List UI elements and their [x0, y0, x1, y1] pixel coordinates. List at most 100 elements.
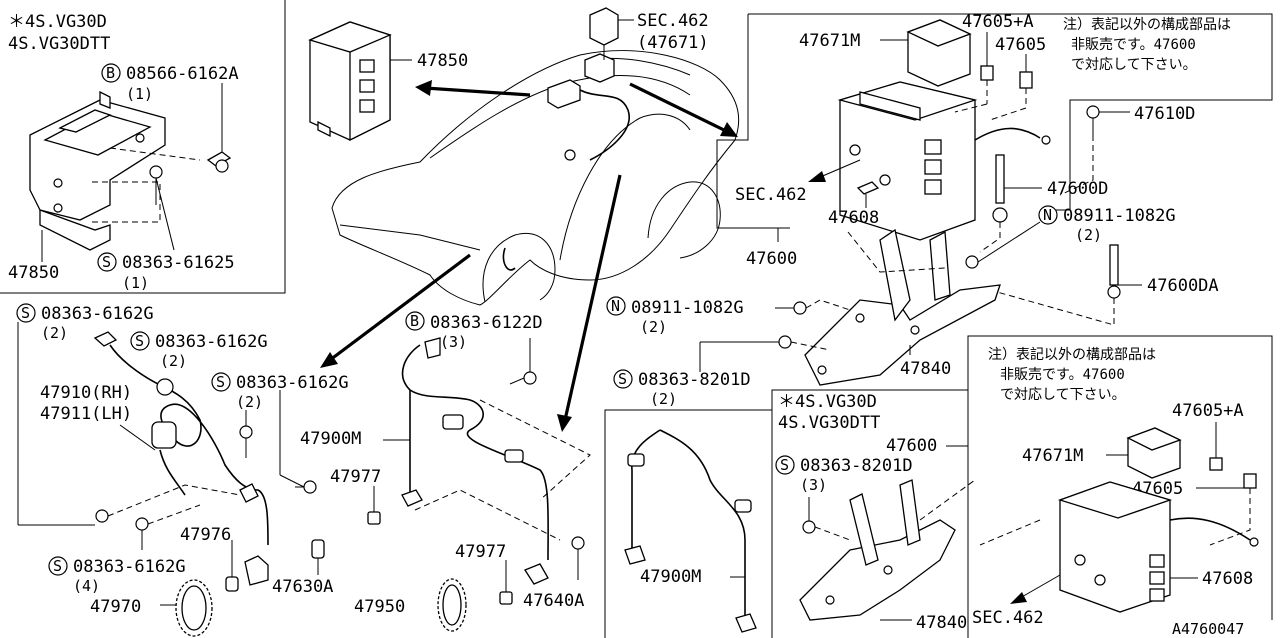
- harness-47900m-variant: [624, 429, 757, 633]
- svg-text:S: S: [21, 304, 30, 322]
- sensor-47630a: [311, 539, 325, 575]
- bolt-47608: [856, 181, 880, 208]
- bracket-47840: [804, 228, 1001, 386]
- part-47605a: 47605+A: [962, 12, 1034, 32]
- rotor-47950: [437, 578, 467, 632]
- br-hydraulic-unit: [1057, 481, 1259, 613]
- br-variant-line-1: ＊4S.VG30D: [778, 392, 877, 412]
- br-screw-s-circle: [775, 455, 795, 475]
- svg-text:B: B: [410, 312, 419, 330]
- top-right-note-line-2: 非販売です。47600: [1071, 37, 1196, 53]
- nut-n-circle-left: [606, 296, 626, 316]
- clip-47977b: [499, 560, 513, 605]
- hydraulic-unit-47600: [837, 81, 1051, 241]
- screw-s-circle-8201d: [613, 369, 633, 389]
- part-47610d: 47610D: [1134, 104, 1195, 124]
- nut-08911-right: 08911-1082G: [1063, 206, 1176, 226]
- bolt-08363-6122d: 08363-6122D: [430, 313, 543, 333]
- top-right-note-line-1: 注）表記以外の構成部品は: [1063, 16, 1231, 33]
- br-bracket-47840: [799, 479, 976, 621]
- screw-s-circle-d: [48, 556, 68, 576]
- nut-right: [965, 221, 1041, 269]
- br-screw-8201d-qty: (3): [800, 476, 827, 494]
- part-47600da: 47600DA: [1147, 276, 1219, 296]
- screw-6162g-d-qty: (4): [73, 577, 100, 595]
- nut-08911-right-qty: (2): [1075, 226, 1102, 244]
- screw-08363-8201d: 08363-8201D: [638, 370, 751, 390]
- top-left-group: ＊4S.VG30D 4S.VG30DTT B 08566-6162A (1): [8, 12, 239, 292]
- svg-text:N: N: [1043, 206, 1052, 224]
- sensor-47976: [225, 540, 239, 592]
- rotor-47970: [160, 579, 213, 637]
- screw-6162g-b: 08363-6162G: [155, 332, 268, 352]
- bolt-08363-6122d-qty: (3): [440, 333, 467, 351]
- fuse-47605: [989, 54, 1033, 121]
- part-47840: 47840: [900, 359, 951, 379]
- br-part-47605a: 47605+A: [1172, 401, 1244, 421]
- frame-top-right: [716, 13, 1273, 229]
- screw-s-circle: [97, 252, 117, 272]
- svg-text:S: S: [618, 370, 627, 388]
- part-47600d: 47600D: [1047, 179, 1108, 199]
- rear-screws: [414, 338, 591, 580]
- part-47900m-variant: 47900M: [640, 567, 701, 587]
- screw-6162g-c-qty: (2): [236, 393, 263, 411]
- br-part-47600: 47600: [886, 436, 937, 456]
- part-47630a: 47630A: [272, 577, 333, 597]
- screw-08363-8201d-qty: (2): [650, 390, 677, 408]
- screws-left-cluster: [95, 390, 317, 550]
- part-47605: 47605: [995, 35, 1046, 55]
- br-part-47671m: 47671M: [1022, 446, 1083, 466]
- screw-s-circle-c: [211, 372, 231, 392]
- callout-08566-6162a: 08566-6162A: [126, 64, 239, 84]
- fuse-47605a: [954, 32, 994, 113]
- part-47671m: 47671M: [799, 31, 860, 51]
- br-part-47840: 47840: [916, 613, 967, 633]
- part-47600: 47600: [746, 249, 797, 269]
- nut-08911-left: 08911-1082G: [631, 298, 744, 318]
- sec462-top-sub: (47671): [637, 33, 709, 53]
- top-right-note-line-3: で対応して下さい。: [1071, 57, 1197, 73]
- br-sec462: SEC.462: [972, 608, 1044, 628]
- screw-6162g-a: 08363-6162G: [41, 304, 154, 324]
- bolt-08566: [206, 83, 232, 173]
- part-47640a: 47640A: [523, 591, 584, 611]
- nut-left: [775, 299, 851, 315]
- abs-control-unit-bracket: [29, 90, 166, 251]
- vehicle-silhouette: [331, 50, 740, 306]
- screw-8201d: [699, 335, 831, 372]
- br-sec462-arrow: [979, 519, 1061, 604]
- part-47977a: 47977: [330, 467, 381, 487]
- pointer-arrows: [320, 80, 738, 432]
- part-47977b: 47977: [455, 542, 506, 562]
- svg-text:S: S: [216, 373, 225, 391]
- callout-08363-61625: 08363-61625: [122, 253, 235, 273]
- screw-6162g-d: 08363-6162G: [73, 557, 186, 577]
- part-47608: 47608: [828, 208, 879, 228]
- br-variant-line-2: 4S.VG30DTT: [778, 413, 880, 433]
- front-wheel-sensor-harness: [93, 331, 269, 586]
- stud-47600da: [989, 244, 1142, 326]
- part-47900m: 47900M: [300, 429, 361, 449]
- rear-sensor-harness: [401, 337, 549, 585]
- sec462-top: SEC.462: [637, 11, 709, 31]
- br-screw-8201d: 08363-8201D: [800, 456, 913, 476]
- part-47911-lh: 47911(LH): [40, 404, 132, 424]
- svg-text:S: S: [53, 557, 62, 575]
- variant-line-1: ＊4S.VG30D: [8, 12, 107, 32]
- br-relay-47671m: [1126, 427, 1182, 479]
- nut-08911-left-qty: (2): [640, 318, 667, 336]
- screw-08363-61625: [149, 165, 175, 251]
- br-part-47608: 47608: [1202, 569, 1253, 589]
- br-note-line-2: 非販売です。47600: [1000, 367, 1125, 383]
- sec462-mid-arrow: [808, 159, 861, 182]
- frame-top-left: [0, 0, 286, 294]
- screw-6162g-c: 08363-6162G: [236, 373, 349, 393]
- svg-text:S: S: [102, 253, 111, 271]
- frame-bottom-right: [771, 335, 1273, 638]
- part-47976: 47976: [180, 525, 231, 545]
- br-note-line-3: で対応して下さい。: [1000, 387, 1126, 403]
- car-components: [502, 53, 630, 271]
- svg-text:S: S: [135, 332, 144, 350]
- callout-08363-61625-qty: (1): [122, 274, 149, 292]
